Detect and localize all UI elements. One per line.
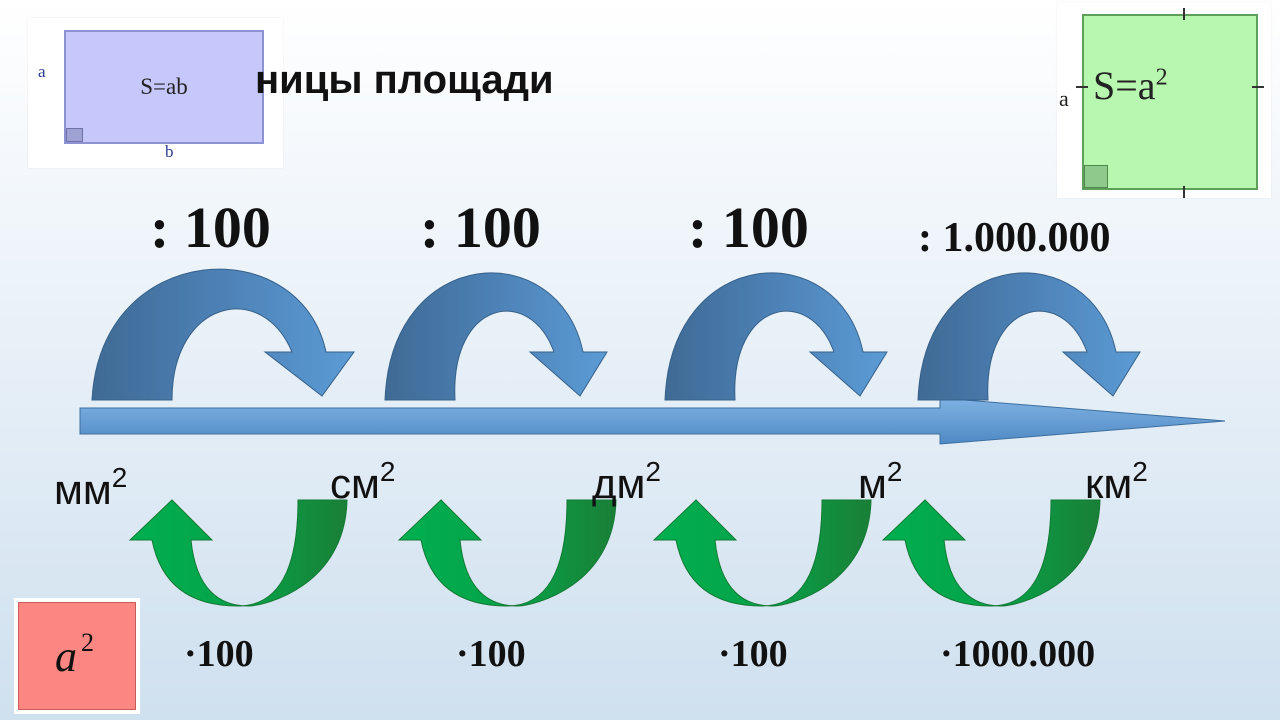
- divide-arrow: [91, 268, 355, 401]
- multiply-arrow: [397, 499, 617, 607]
- rectangle-shape: S=ab: [64, 30, 264, 144]
- side-a-label: a: [38, 62, 46, 81]
- multiply-arrow: [652, 499, 872, 607]
- side-tick: [1183, 186, 1185, 198]
- divide-arrow: [917, 272, 1141, 401]
- side-tick: [1183, 8, 1185, 20]
- rectangle-formula: S=ab: [140, 74, 188, 99]
- divide-label: : 100: [150, 195, 271, 260]
- divide-arrow: [664, 272, 888, 401]
- multiply-arrow: [128, 499, 348, 607]
- divide-label: : 100: [420, 195, 541, 260]
- multiply-label: ·100: [456, 633, 526, 675]
- side-tick: [1076, 86, 1088, 88]
- axis-arrow: [79, 397, 1226, 445]
- side-b-label: b: [165, 142, 174, 161]
- page-title: ницы площади: [255, 58, 554, 102]
- rectangle-area-card: S=ab a b: [28, 18, 283, 168]
- right-angle-marker: [1084, 165, 1108, 188]
- side-tick: [1252, 86, 1264, 88]
- multiply-arrows: [128, 499, 1101, 607]
- unit-label-cm2: см2: [330, 456, 396, 507]
- multiply-label: ·100: [718, 633, 788, 675]
- unit-label-dm2: дм2: [592, 456, 661, 507]
- side-a-label: a: [1059, 86, 1069, 111]
- right-angle-marker: [66, 128, 83, 142]
- square-formula: S=a2: [1093, 63, 1168, 108]
- divide-label: : 1.000.000: [918, 215, 1111, 261]
- divide-arrow: [384, 272, 608, 401]
- square-area-card: a S=a2: [1057, 2, 1271, 198]
- multiply-arrow: [881, 499, 1101, 607]
- unit-label-km2: км2: [1085, 456, 1148, 507]
- square-shape: [1082, 14, 1258, 190]
- divide-label: : 100: [688, 195, 809, 260]
- multiply-label: ·1000.000: [940, 633, 1096, 675]
- divide-arrows: [91, 268, 1141, 401]
- unit-label-mm2: мм2: [54, 462, 128, 513]
- multiply-label: ·100: [184, 633, 254, 675]
- unit-label-m2: м2: [858, 456, 903, 507]
